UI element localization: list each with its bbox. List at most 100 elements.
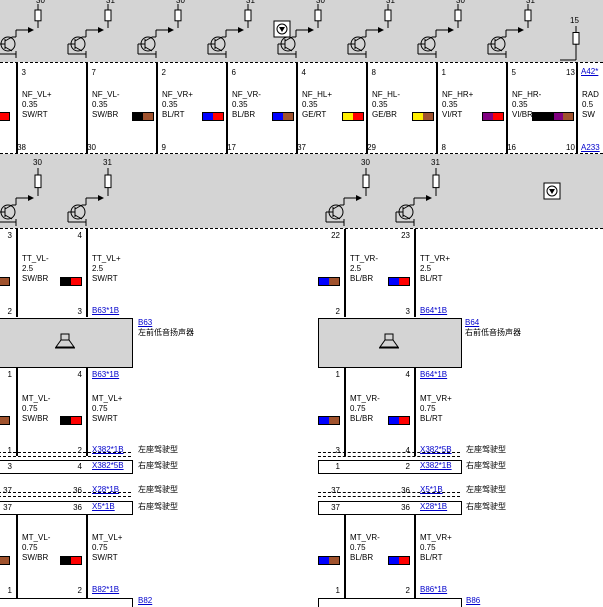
amp-terminal-15: 15 — [570, 16, 579, 25]
bass-terminal-0: 30 — [33, 158, 42, 167]
mt-left-row-a-0: 1 — [7, 446, 12, 455]
amp-wire-color-8 — [532, 112, 554, 121]
amp-pin-bottom-2: 9 — [161, 143, 166, 152]
mt-left-row-conn-2[interactable]: X28*1B — [92, 485, 120, 494]
amp-terminal-5: 31 — [386, 0, 395, 5]
mt-left-bot-conn[interactable]: B82*1B — [92, 585, 120, 594]
bass-right-pin-bot-a: 2 — [335, 307, 340, 316]
amp-transistor-3 — [207, 27, 244, 58]
amp-pin-top-2: 2 — [161, 68, 166, 77]
bass-transistor-1 — [67, 195, 104, 226]
bass-left-label-a: TT_VL- 2.5 SW/BR — [22, 254, 49, 283]
mt-right-row-b-3: 36 — [401, 503, 410, 512]
amp-wire-label-0: NF_VL+ 0.35 SW/RT — [22, 90, 52, 119]
mt-right-row-conn-0[interactable]: X382*5B — [420, 445, 452, 454]
amp-terminal-6: 30 — [456, 0, 465, 5]
bass-left-pin-bot-b: 3 — [77, 307, 82, 316]
amp-wire-1 — [86, 62, 88, 154]
amp-wire-label-3: NF_VR- 0.35 BL/BR — [232, 90, 261, 119]
bass-right-color-a — [318, 277, 340, 286]
amp-transistor-2 — [137, 27, 174, 58]
amp-pin-bottom-6: 8 — [441, 143, 446, 152]
mt-right-row-b-0: 4 — [405, 446, 410, 455]
mt-left-row-b-2: 36 — [73, 486, 82, 495]
mt-left-box-3 — [0, 501, 133, 515]
mt-left-dash2-2 — [0, 492, 131, 493]
amp-pin-top-7: 5 — [511, 68, 516, 77]
amp-resistor-7 — [524, 4, 532, 28]
amp-resistor-1 — [104, 4, 112, 28]
mt-right-row-b-1: 2 — [405, 462, 410, 471]
mt-left-top-b: 4 — [77, 370, 82, 379]
mt-right-row-a-3: 37 — [331, 503, 340, 512]
mt-right-row-conn-1[interactable]: X382*1B — [420, 461, 452, 470]
bass-right-pin-bot-b: 3 — [405, 307, 410, 316]
bass-resistor-0 — [34, 168, 42, 196]
amp-wire-label-2: NF_VR+ 0.35 BL/RT — [162, 90, 193, 119]
mt-left-wire-b2 — [86, 515, 88, 600]
bass-right-comp-name: 右前低音扬声器 — [465, 328, 521, 337]
amp-wire-label-5: NF_HL- 0.35 GE/BR — [372, 90, 401, 119]
bass-right-color-b — [388, 277, 410, 286]
mt-right-row-desc-1: 右座驾驶型 — [466, 461, 506, 470]
mt-right-row-desc-2: 左座驾驶型 — [466, 485, 506, 494]
amp-pin-top-4: 4 — [301, 68, 306, 77]
amp-transistor-0 — [0, 27, 34, 58]
mt-right-row-desc-0: 左座驾驶型 — [466, 445, 506, 454]
mt-right-bot-b: 2 — [405, 586, 410, 595]
bass-right-conn[interactable]: B64*1B — [420, 306, 448, 315]
mt-right-top-a: 1 — [335, 370, 340, 379]
amp-resistor-6 — [454, 4, 462, 28]
bass-left-speaker — [0, 318, 133, 368]
bass-right-wire-a — [344, 229, 346, 317]
mt-left-row-b-3: 36 — [73, 503, 82, 512]
mt-left-dash-2 — [0, 496, 131, 497]
mt-right-bot-comp[interactable]: B86 — [466, 596, 481, 605]
mt-right-row-conn-2[interactable]: X5*1B — [420, 485, 443, 494]
bass-right-pin-a: 22 — [331, 231, 340, 240]
bass-left-comp[interactable]: B63 — [138, 318, 153, 327]
mt-left-conn[interactable]: B63*1B — [92, 370, 120, 379]
bass-right-speaker-icon — [379, 333, 399, 349]
mt-right-conn[interactable]: B64*1B — [420, 370, 448, 379]
bass-control-icon — [543, 182, 561, 200]
amp-wire-color-2 — [202, 112, 224, 121]
mt-right-row-conn-3[interactable]: X28*1B — [420, 502, 448, 511]
mt-left-row-a-3: 37 — [3, 503, 12, 512]
bass-transistor-3 — [395, 195, 432, 226]
mt-left-color-b — [60, 416, 82, 425]
mt-left-box-1 — [0, 460, 133, 474]
mt-right-wire-b2 — [414, 515, 416, 600]
bass-right-wire-b — [414, 229, 416, 317]
mt-right-label-a: MT_VR- 0.75 BL/BR — [350, 394, 380, 423]
amp-terminal-4: 30 — [316, 0, 325, 5]
amp-ref-bottom[interactable]: A233 — [581, 143, 600, 152]
amp-wire-label-8: RAD 0.5 SW — [582, 90, 599, 119]
amp-pin-bottom-1: 30 — [87, 143, 96, 152]
mt-left-wire-a2 — [16, 515, 18, 600]
mt-right-bot-conn[interactable]: B86*1B — [420, 585, 448, 594]
bass-resistor-2 — [362, 168, 370, 196]
mt-left-bot-comp[interactable]: B82 — [138, 596, 153, 605]
amp-pin-bottom-5: 29 — [367, 143, 376, 152]
amp-transistor-7 — [487, 27, 524, 58]
bass-left-speaker-icon — [55, 333, 75, 349]
mt-left-top-a: 1 — [7, 370, 12, 379]
mt-left-row-conn-1[interactable]: X382*5B — [92, 461, 124, 470]
amp-pin-bottom-7: 16 — [507, 143, 516, 152]
amp-wire-label-4: NF_HL+ 0.35 GE/RT — [302, 90, 333, 119]
mt-right-color-c — [318, 556, 340, 565]
amp-pin-bottom-0: 38 — [17, 143, 26, 152]
mt-right-dash2-0 — [318, 452, 460, 453]
bass-right-comp[interactable]: B64 — [465, 318, 480, 327]
mt-left-bot-a: 1 — [7, 586, 12, 595]
bass-left-label-b: TT_VL+ 2.5 SW/RT — [92, 254, 121, 283]
bass-left-conn[interactable]: B63*1B — [92, 306, 120, 315]
mt-left-row-conn-3[interactable]: X5*1B — [92, 502, 115, 511]
amp-terminal-2: 30 — [176, 0, 185, 5]
amp-wire-label-7: NF_HR- 0.35 VI/BR — [512, 90, 542, 119]
amp-ref-top[interactable]: A42* — [581, 67, 599, 76]
mt-left-row-conn-0[interactable]: X382*1B — [92, 445, 124, 454]
amp-wire-color-7 — [552, 112, 574, 121]
amp-wire-0 — [16, 62, 18, 154]
